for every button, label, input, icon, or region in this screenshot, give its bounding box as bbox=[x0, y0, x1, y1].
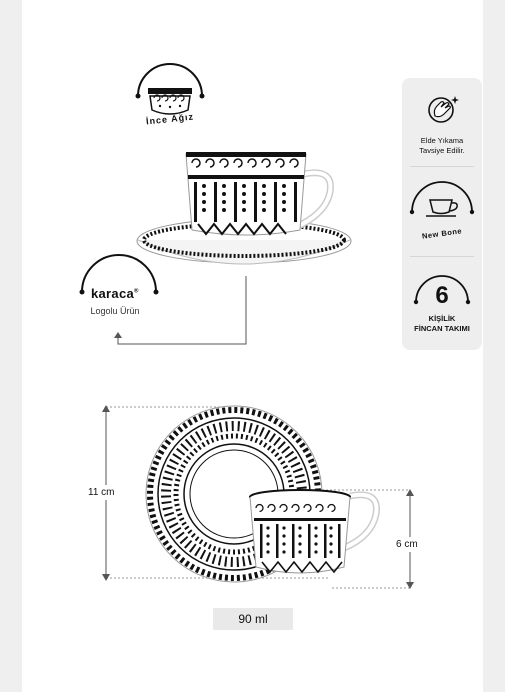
registered-mark: ® bbox=[134, 288, 139, 295]
sidebar-divider bbox=[410, 256, 474, 257]
top-view-saucer-cup-illustration bbox=[106, 405, 410, 589]
logo-callout-arc-icon bbox=[79, 254, 159, 295]
cup-height-label: 6 cm bbox=[396, 537, 418, 552]
height-label: 11 cm bbox=[88, 485, 115, 500]
hand-wash-label-line1: Elde Yıkama bbox=[420, 136, 464, 145]
new-bone-cup-icon bbox=[409, 181, 475, 217]
logo-label: Logolu Ürün bbox=[90, 306, 140, 316]
hand-wash-label-line2: Tavsiye Edilir. bbox=[419, 146, 465, 155]
set-count-arc-icon bbox=[413, 275, 471, 305]
set-number: 6 bbox=[435, 282, 449, 309]
brand-name: karaca bbox=[91, 286, 135, 301]
thin-rim-icon bbox=[135, 63, 205, 115]
set-label: KİŞİLİK FİNCAN TAKIMI bbox=[414, 314, 470, 334]
set-label-line2: FİNCAN TAKIMI bbox=[414, 324, 470, 333]
volume-badge: 90 ml bbox=[213, 608, 293, 630]
volume-label: 90 ml bbox=[238, 612, 268, 626]
hand-wash-label: Elde Yıkama Tavsiye Edilir. bbox=[419, 136, 464, 156]
set-label-line1: KİŞİLİK bbox=[428, 314, 456, 323]
sidebar-divider bbox=[410, 166, 474, 167]
logo-pointer-line bbox=[114, 276, 247, 345]
cup-saucer-illustration bbox=[136, 152, 352, 265]
hand-wash-icon bbox=[428, 96, 459, 123]
brand-logo: karaca® bbox=[91, 286, 139, 301]
